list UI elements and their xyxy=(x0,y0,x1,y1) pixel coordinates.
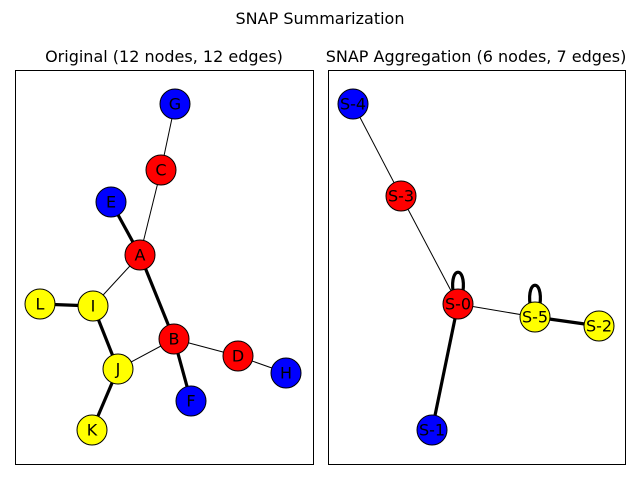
node-label-b: B xyxy=(169,330,180,349)
node-label-s-0: S-0 xyxy=(445,295,471,314)
node-s-1 xyxy=(416,414,448,446)
node-label-i: I xyxy=(91,297,96,316)
node-label-c: C xyxy=(155,161,166,180)
panel-aggregation-edges xyxy=(352,103,600,431)
panel-aggregation-frame xyxy=(328,70,626,465)
node-s-3 xyxy=(385,180,417,212)
node-label-e: E xyxy=(106,193,116,212)
node-l xyxy=(24,288,56,320)
panel-original: Original (12 nodes, 12 edges) G C E A L I B D H J… xyxy=(15,47,314,465)
panel-original-title: Original (12 nodes, 12 edges) xyxy=(45,47,283,66)
node-label-s-5: S-5 xyxy=(522,308,548,327)
edge-s-5-s-5 xyxy=(528,283,542,305)
figure-title: SNAP Summarization xyxy=(236,9,405,28)
node-j xyxy=(102,353,134,385)
node-label-j: J xyxy=(115,360,121,379)
node-s-4 xyxy=(337,88,369,120)
node-g xyxy=(159,88,191,120)
node-b xyxy=(158,323,190,355)
node-f xyxy=(175,385,207,417)
node-label-s-3: S-3 xyxy=(388,187,414,206)
node-h xyxy=(270,357,302,389)
edge-s-4-s-3 xyxy=(352,103,402,197)
panel-aggregation: SNAP Aggregation (6 nodes, 7 edges) S-4S… xyxy=(326,47,627,465)
node-d xyxy=(222,340,254,372)
node-label-s-1: S-1 xyxy=(419,421,445,440)
node-s-5 xyxy=(519,301,551,333)
node-s-0 xyxy=(442,288,474,320)
node-label-h: H xyxy=(280,364,292,383)
node-c xyxy=(145,154,177,186)
node-label-f: F xyxy=(186,392,195,411)
node-label-a: A xyxy=(135,246,146,265)
node-label-k: K xyxy=(87,421,98,440)
panel-original-nodes: G C E A L I B D H J F K xyxy=(24,88,302,446)
node-label-s-4: S-4 xyxy=(340,95,366,114)
edge-s-3-s-0 xyxy=(400,195,459,305)
node-label-g: G xyxy=(169,95,181,114)
node-label-l: L xyxy=(36,295,45,314)
node-a xyxy=(124,239,156,271)
edge-s-0-s-0 xyxy=(451,270,465,292)
panel-aggregation-nodes: S-4S-3S-0S-5 S-2S-1 xyxy=(337,88,615,446)
node-label-d: D xyxy=(232,347,244,366)
node-s-2 xyxy=(583,310,615,342)
panel-aggregation-title: SNAP Aggregation (6 nodes, 7 edges) xyxy=(326,47,627,66)
node-k xyxy=(76,414,108,446)
panel-original-frame xyxy=(15,70,314,465)
node-e xyxy=(95,186,127,218)
node-i xyxy=(77,290,109,322)
edge-s-0-s-1 xyxy=(430,303,460,431)
node-label-s-2: S-2 xyxy=(586,317,612,336)
